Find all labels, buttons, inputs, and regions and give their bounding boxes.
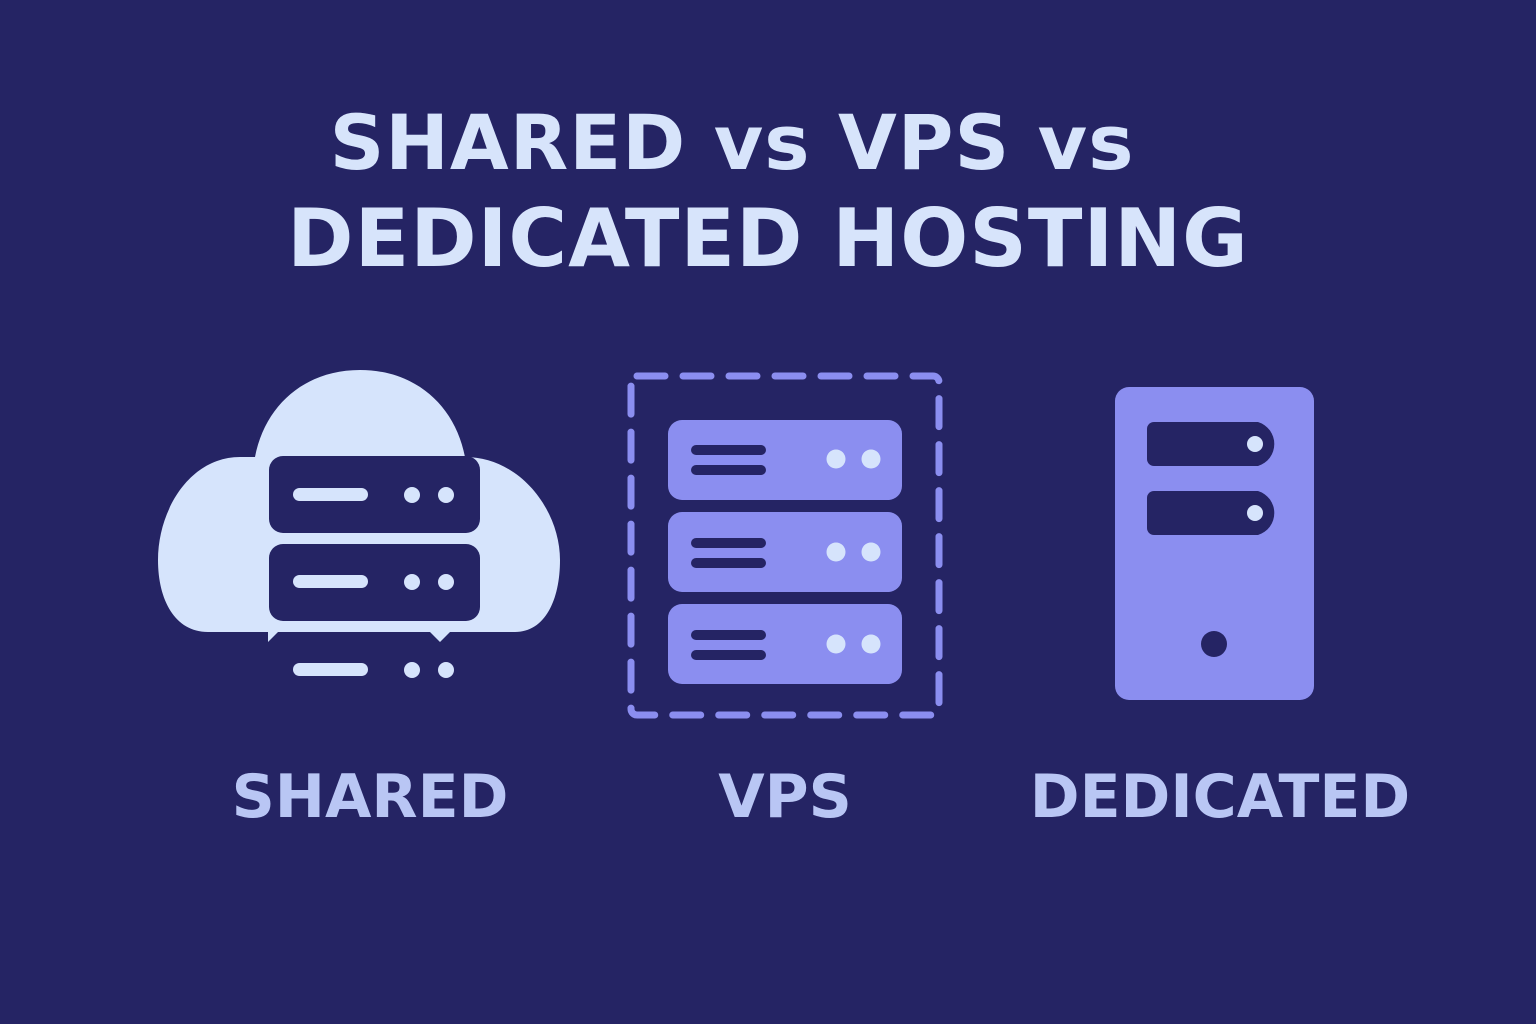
label-vps: VPS xyxy=(718,762,852,832)
label-shared: SHARED xyxy=(231,762,509,832)
tower-server-icon xyxy=(1115,387,1314,700)
virtual-server-stack-icon xyxy=(627,372,943,719)
page-title-line-2: DEDICATED HOSTING xyxy=(287,192,1249,285)
page-title-line-1: SHARED vs VPS vs xyxy=(329,98,1135,187)
cloud-server-icon xyxy=(158,370,560,678)
label-dedicated: DEDICATED xyxy=(1029,762,1411,832)
